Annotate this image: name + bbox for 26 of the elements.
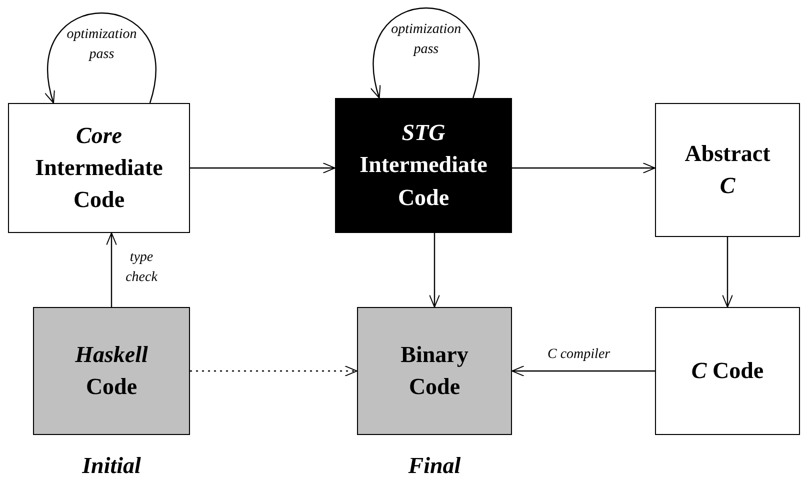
box-text: Binary Code bbox=[400, 340, 470, 401]
arrow bbox=[722, 237, 733, 308]
process-box bbox=[655, 103, 800, 237]
stage-caption: Final bbox=[408, 453, 461, 479]
arrow bbox=[512, 162, 656, 174]
edge-label: C compiler bbox=[548, 346, 610, 364]
process-box bbox=[33, 307, 190, 435]
loop-arrow bbox=[371, 8, 480, 98]
loop-arrow bbox=[46, 12, 156, 104]
arrow bbox=[190, 162, 336, 174]
process-box bbox=[655, 307, 800, 435]
stage-caption: Initial bbox=[82, 453, 141, 479]
process-box bbox=[8, 103, 190, 233]
box-text: C Code bbox=[691, 356, 764, 385]
box-text: STG Intermediate Code bbox=[360, 119, 488, 212]
edge-label: optimization pass bbox=[390, 21, 462, 59]
process-box bbox=[357, 307, 512, 435]
box-text: Abstract C bbox=[684, 140, 772, 200]
arrow bbox=[512, 366, 655, 376]
arrow bbox=[429, 233, 440, 308]
process-box bbox=[335, 98, 512, 233]
edge-label: optimization pass bbox=[66, 26, 138, 64]
box-text: Haskell Code bbox=[74, 340, 149, 401]
arrow bbox=[106, 232, 117, 307]
box-text: Core Intermediate Code bbox=[34, 122, 164, 214]
arrow bbox=[190, 366, 358, 376]
